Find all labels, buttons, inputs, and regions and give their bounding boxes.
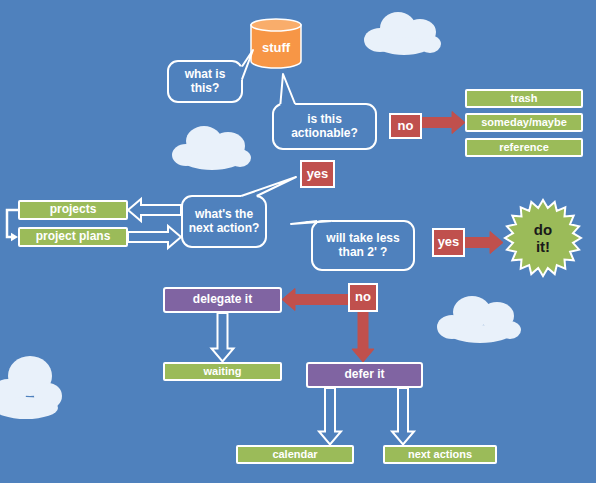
- node-text: yes: [438, 235, 460, 250]
- outcome-box: projects: [18, 200, 128, 220]
- node-text: what's the next action?: [186, 208, 262, 236]
- text-holder: do it!: [526, 221, 560, 256]
- node-text: waiting: [204, 365, 242, 378]
- text-holder: waiting: [204, 365, 242, 378]
- node-text: delegate it: [193, 293, 252, 307]
- answer-box: yes: [432, 228, 465, 257]
- node-text: reference: [499, 141, 549, 154]
- node-text: will take less than 2' ?: [317, 232, 409, 260]
- text-holder: yes: [307, 167, 329, 182]
- text-holder: no: [355, 290, 371, 305]
- block-arrow: [392, 388, 414, 445]
- arrow-body: [465, 232, 503, 254]
- text-holder: yes: [438, 235, 460, 250]
- text-holder: what's the next action?: [186, 208, 262, 236]
- text-holder: reference: [499, 141, 549, 154]
- arrow-body: [319, 388, 341, 445]
- text-holder: delegate it: [193, 293, 252, 307]
- bubble-border: [312, 221, 414, 270]
- bracket-line: [7, 210, 18, 237]
- node-text: project plans: [36, 230, 111, 244]
- text-holder: project plans: [36, 230, 111, 244]
- action-box: defer it: [306, 362, 423, 388]
- arrow-body: [128, 199, 181, 221]
- text-holder: no: [398, 119, 414, 134]
- text-holder: defer it: [344, 368, 384, 382]
- stuff-cylinder: stuff: [250, 18, 302, 68]
- outcome-box: calendar: [236, 445, 354, 464]
- speech-bubble: what is this?: [167, 60, 243, 103]
- node-text: no: [355, 290, 371, 305]
- bracket-connector: [7, 210, 18, 241]
- node-text: do it!: [526, 221, 560, 256]
- starburst: do it!: [503, 198, 583, 278]
- speech-bubble: will take less than 2' ?: [311, 220, 415, 271]
- arrow-body: [422, 112, 465, 134]
- text-holder: stuff: [262, 41, 290, 56]
- text-holder: someday/maybe: [481, 116, 567, 129]
- bubble-tail: [241, 177, 296, 196]
- text-holder: is this actionable?: [280, 113, 370, 141]
- bubble-tail-fill: [280, 74, 295, 107]
- node-text: projects: [50, 203, 97, 217]
- node-text: someday/maybe: [481, 116, 567, 129]
- arrow-body: [212, 313, 234, 362]
- cloud: [0, 356, 62, 419]
- block-arrow: [282, 289, 348, 311]
- node-text: no: [398, 119, 414, 134]
- block-arrow: [319, 388, 341, 445]
- block-arrow: [128, 226, 181, 248]
- node-text: defer it: [344, 368, 384, 382]
- arrow-head: [11, 233, 18, 241]
- node-text: stuff: [262, 41, 290, 56]
- cylinder-top: [251, 19, 301, 31]
- action-box: delegate it: [163, 287, 282, 313]
- text-holder: what is this?: [174, 68, 236, 96]
- bubble-border: [168, 61, 242, 102]
- bubble-border: [273, 104, 376, 149]
- bubble-border: [182, 196, 266, 247]
- node-text: calendar: [272, 448, 317, 461]
- answer-box: yes: [300, 160, 335, 188]
- text-holder: next actions: [408, 448, 472, 461]
- bubble-tail: [280, 74, 295, 104]
- node-text: is this actionable?: [280, 113, 370, 141]
- arrow-body: [352, 312, 374, 362]
- node-text: yes: [307, 167, 329, 182]
- node-text: trash: [511, 92, 538, 105]
- bubble-tail: [242, 50, 253, 79]
- node-text: what is this?: [174, 68, 236, 96]
- outcome-box: reference: [465, 138, 583, 157]
- outcome-box: next actions: [383, 445, 497, 464]
- speech-bubble: what's the next action?: [181, 195, 267, 248]
- bubble-tail-fill: [291, 221, 332, 224]
- text-holder: will take less than 2' ?: [317, 232, 409, 260]
- cloud: [437, 296, 521, 343]
- cloud: [172, 126, 251, 170]
- starburst-outline: [505, 200, 581, 276]
- text-holder: calendar: [272, 448, 317, 461]
- bubble-tail-fill: [241, 177, 296, 199]
- arrow-body: [128, 226, 181, 248]
- outcome-box: waiting: [163, 362, 282, 381]
- block-arrow: [422, 112, 465, 134]
- bubble-tail-fill: [239, 50, 253, 79]
- bubble-tail: [291, 221, 332, 224]
- block-arrow: [128, 199, 181, 221]
- answer-box: no: [389, 113, 422, 139]
- block-arrow: [352, 312, 374, 362]
- answer-box: no: [348, 283, 378, 312]
- node-text: next actions: [408, 448, 472, 461]
- block-arrow: [212, 313, 234, 362]
- arrow-body: [392, 388, 414, 445]
- outcome-box: project plans: [18, 227, 128, 247]
- arrow-body: [282, 289, 348, 311]
- text-holder: projects: [50, 203, 97, 217]
- speech-bubble: is this actionable?: [272, 103, 377, 150]
- outcome-box: someday/maybe: [465, 113, 583, 132]
- outcome-box: trash: [465, 89, 583, 108]
- cloud: [364, 12, 441, 55]
- text-holder: trash: [511, 92, 538, 105]
- block-arrow: [465, 232, 503, 254]
